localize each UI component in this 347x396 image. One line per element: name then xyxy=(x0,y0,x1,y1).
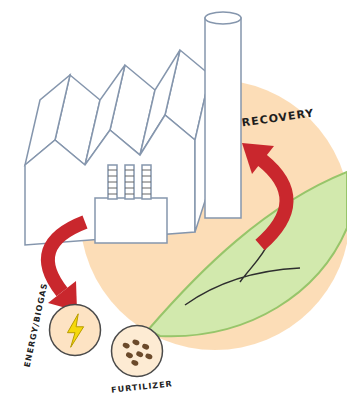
seed-symbol xyxy=(122,342,131,350)
seed-symbol xyxy=(125,351,134,359)
seed-symbol xyxy=(145,353,154,361)
chimney-top xyxy=(205,12,241,24)
circle-node: ENERGY/BIOGAS xyxy=(48,303,102,357)
seed-symbol xyxy=(135,350,144,358)
factory xyxy=(25,12,241,245)
red-arrow-shaft xyxy=(48,222,85,292)
seed-symbol xyxy=(141,343,150,351)
lightning-symbol xyxy=(67,314,83,347)
seed-symbol xyxy=(130,359,139,367)
circle-outline xyxy=(48,303,102,357)
leaf-vein xyxy=(185,240,300,305)
circle-node: FURTILIZER xyxy=(110,324,164,378)
seed-symbol xyxy=(132,338,141,346)
circle-label: FURTILIZER xyxy=(111,379,173,394)
circle-label: ENERGY/BIOGAS xyxy=(23,282,50,368)
red-arrow-head xyxy=(242,143,274,174)
front-box xyxy=(95,198,167,243)
red-arrow-shaft xyxy=(260,160,287,245)
factory-front xyxy=(25,115,195,245)
chimney xyxy=(205,18,241,218)
circle-shape xyxy=(50,305,101,356)
circle-outline xyxy=(110,324,164,378)
circle-shape xyxy=(112,326,163,377)
pipe-rings xyxy=(108,170,151,194)
